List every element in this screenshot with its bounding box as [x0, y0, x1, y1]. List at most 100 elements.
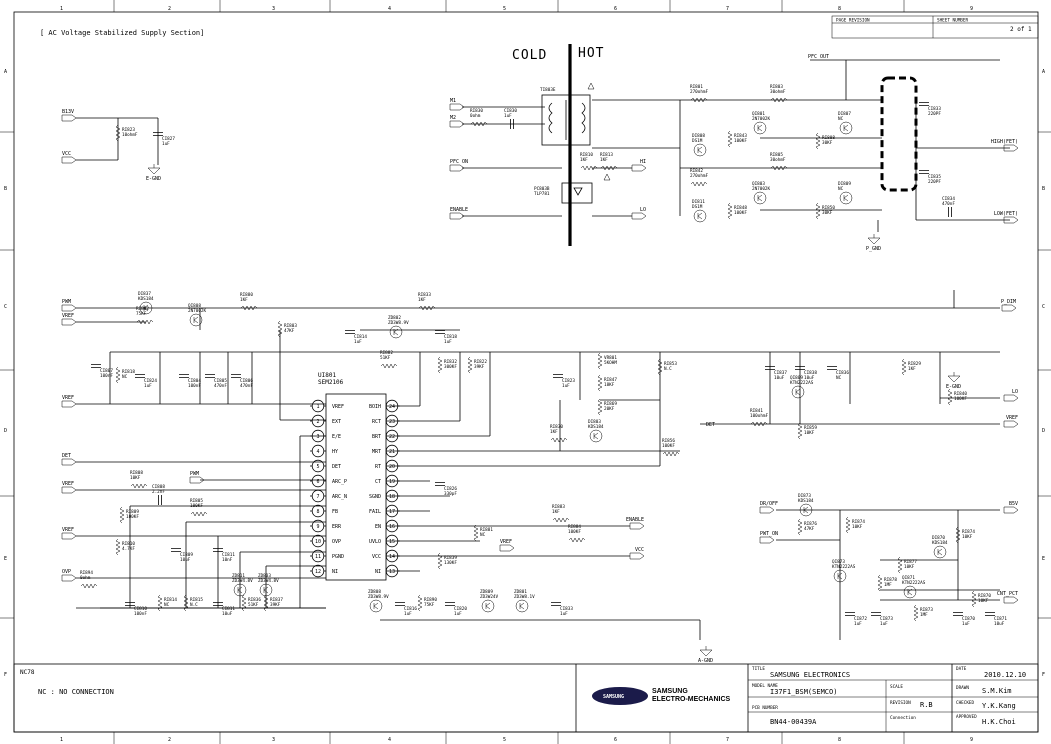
component-ref: RI880: [240, 292, 253, 298]
component-value: ZD3W8.9V: [368, 594, 389, 600]
resistor-icon: [797, 422, 803, 440]
net-label-m2: M2: [450, 115, 456, 121]
transistor-icon: [753, 121, 767, 135]
component-value: KDS184: [798, 498, 814, 504]
component-ref: DI837: [138, 291, 151, 297]
resistor-icon: [115, 124, 121, 142]
component-value: 1uF: [144, 383, 152, 389]
component-ref: RI853: [664, 361, 677, 367]
component-value: 18KF: [604, 382, 615, 388]
ic-pin-number: 14: [389, 554, 395, 560]
component-value: 39KF: [270, 602, 281, 608]
component-ref: ZD809: [480, 589, 493, 595]
net-label-e_gnd_r: E-GND: [946, 384, 961, 390]
capacitor-icon: [871, 612, 881, 616]
capacitor-icon: [953, 612, 963, 616]
component-ref: RI869: [604, 401, 617, 407]
ic-pin-number: 15: [389, 539, 395, 545]
component-ref: RI823: [122, 127, 135, 133]
component-ref: RI818: [122, 369, 135, 375]
component-value: 2N7002K: [752, 116, 771, 122]
resistor-icon: [473, 524, 479, 542]
component-value: 470nF: [240, 383, 253, 389]
component-ref: RI839: [444, 555, 457, 561]
net-port-icon: [61, 114, 77, 122]
component-value: 100KF: [126, 514, 139, 520]
ic-pin-number: 19: [389, 479, 395, 485]
component-value: 1uF: [962, 621, 970, 627]
capacitor-icon: [919, 170, 929, 174]
component-value: N.C: [190, 602, 198, 608]
resistor-icon: [263, 594, 269, 612]
ic-pin-name: PGND: [332, 554, 344, 560]
component-ref: RI808: [130, 470, 143, 476]
border-col-label: 4: [388, 6, 391, 12]
component-value: 10KF: [904, 564, 915, 570]
component-ref: RI836: [248, 597, 261, 603]
net-label-pfc_out: PFC OUT: [808, 54, 829, 60]
component-ref: ZD801: [514, 589, 527, 595]
component-value: 10uF: [222, 611, 233, 617]
component-value: 100ohmF: [750, 413, 769, 419]
capacitor-icon: [171, 548, 181, 552]
component-ref: DI873: [798, 493, 811, 499]
ic-pin-name: BRT: [372, 434, 381, 440]
component-ref: RI859: [804, 425, 817, 431]
capacitor-icon: [179, 374, 189, 378]
hot-label: HOT: [578, 46, 604, 61]
net-label-m1: M1: [450, 98, 456, 104]
component-value: KDS184: [588, 424, 604, 430]
component-ref: RI803: [284, 323, 297, 329]
resistor-icon: [190, 511, 208, 517]
component-ref: RI830: [470, 108, 483, 114]
net-label-vref_l3: VREF: [62, 481, 74, 487]
capacitor-icon: [845, 612, 855, 616]
capacitor-icon: [231, 374, 241, 378]
component-ref: CI834: [942, 196, 955, 202]
component-value: NC: [838, 186, 844, 192]
component-value: 1uF: [560, 611, 568, 617]
component-ref: CI873: [880, 616, 893, 622]
ic-pin-number: 23: [389, 419, 395, 425]
component-value: ZD3W8.9V: [388, 320, 409, 326]
net-port-icon: [449, 164, 465, 172]
transistor-icon: [369, 599, 383, 613]
transistor-icon: [903, 585, 917, 599]
component-t_main: TI803E: [540, 87, 556, 93]
capacitor-icon: [205, 374, 215, 378]
component-ref: RI842: [690, 168, 703, 174]
component-value: 1uF: [354, 339, 362, 345]
capacitor-icon: [510, 119, 514, 129]
net-port-icon: [631, 212, 647, 220]
ic-pin-number: 9: [316, 524, 319, 530]
transistor-icon: [753, 191, 767, 205]
component-value: NC: [164, 602, 170, 608]
component-ref: CI806: [240, 378, 253, 384]
ic-pin-circle: [311, 474, 325, 488]
component-ref: RI894: [80, 570, 93, 576]
component-ref: RI870: [978, 593, 991, 599]
border-row-label: C: [4, 304, 7, 310]
net-label-ovp_l: OVP: [62, 569, 71, 575]
capacitor-icon: [445, 602, 455, 606]
ic-pin-number: 11: [315, 554, 321, 560]
component-ref: RI884: [568, 524, 581, 530]
ic-pin-name: DET: [332, 464, 341, 470]
component-value: 1uF: [562, 383, 570, 389]
